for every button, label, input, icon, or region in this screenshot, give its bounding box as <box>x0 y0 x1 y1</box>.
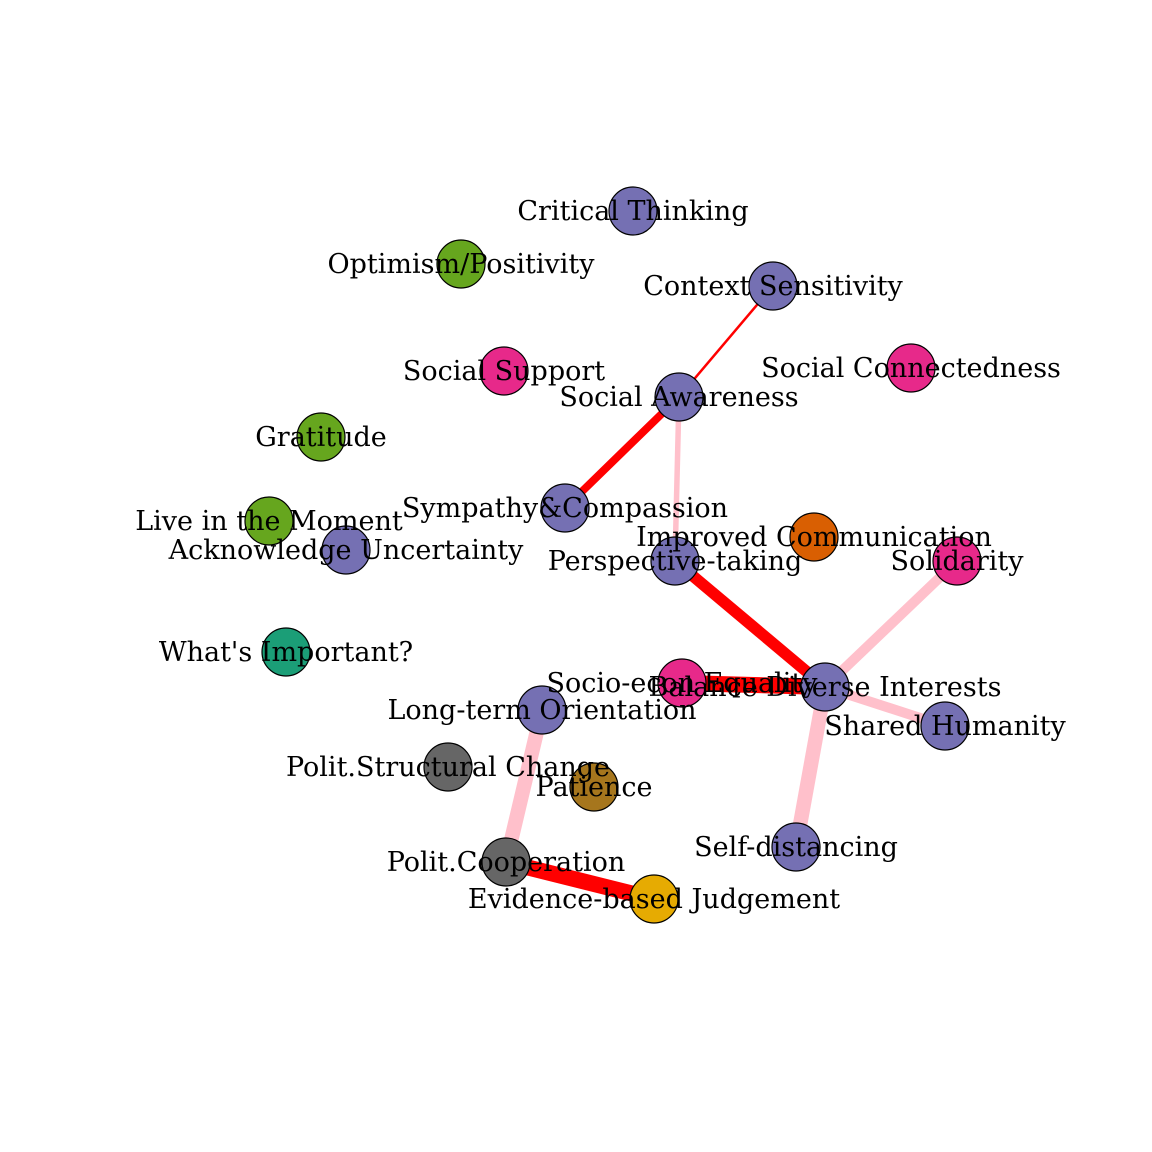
node-whats-important <box>261 627 311 677</box>
node-self-distancing <box>771 822 821 872</box>
node-social-connectedness <box>886 343 936 393</box>
node-patience <box>569 762 619 812</box>
node-label-whats-important: What's Important? <box>159 637 413 668</box>
nodes-layer <box>244 186 982 924</box>
node-shared-humanity <box>920 701 970 751</box>
node-label-evidence-based-judgement: Evidence-based Judgement <box>468 884 840 915</box>
node-label-patience: Patience <box>535 772 652 803</box>
node-live-in-the-moment <box>244 496 294 546</box>
edge-solidarity-balance-diverse-interests <box>821 557 961 691</box>
node-label-social-awareness: Social Awareness <box>559 382 798 413</box>
node-label-optimism-positivity: Optimism/Positivity <box>328 249 596 280</box>
node-label-live-in-the-moment: Live in the Moment <box>135 506 403 537</box>
node-polit-structural-change <box>423 742 473 792</box>
node-label-gratitude: Gratitude <box>255 422 387 453</box>
node-critical-thinking <box>608 186 658 236</box>
node-label-self-distancing: Self-distancing <box>694 832 898 863</box>
node-label-shared-humanity: Shared Humanity <box>824 711 1066 742</box>
node-solidarity <box>932 536 982 586</box>
node-label-polit-cooperation: Polit.Cooperation <box>387 847 626 878</box>
edge-social-awareness-sympathy-compassion <box>562 394 682 511</box>
node-label-sympathy-compassion: Sympathy&Compassion <box>402 493 728 524</box>
edge-social-awareness-perspective-taking <box>672 396 682 562</box>
edge-balance-diverse-interests-self-distancing <box>788 685 833 849</box>
node-polit-cooperation <box>481 837 531 887</box>
edge-perspective-taking-balance-diverse-interests <box>671 556 829 692</box>
node-social-support <box>479 346 529 396</box>
node-optimism-positivity <box>436 239 486 289</box>
node-label-social-connectedness: Social Connectedness <box>761 353 1061 384</box>
edge-polit-cooperation-evidence-based-judgement <box>504 854 656 907</box>
node-gratitude <box>296 412 346 462</box>
node-improved-communication <box>789 512 839 562</box>
node-label-acknowledge-uncertainty: Acknowledge Uncertainty <box>168 535 524 566</box>
node-socio-econ-equality <box>657 658 707 708</box>
node-social-awareness <box>654 372 704 422</box>
node-label-critical-thinking: Critical Thinking <box>517 196 748 227</box>
node-label-polit-structural-change: Polit.Structural Change <box>286 752 610 783</box>
node-sympathy-compassion <box>540 483 590 533</box>
node-label-balance-diverse-interests: Balance Diverse Interests <box>649 672 1002 703</box>
node-label-long-term-orientation: Long-term Orientation <box>387 695 696 726</box>
node-evidence-based-judgement <box>629 874 679 924</box>
node-context-sensitivity <box>748 261 798 311</box>
node-label-solidarity: Solidarity <box>890 546 1024 577</box>
edge-long-term-orientation-polit-cooperation <box>498 708 550 864</box>
node-acknowledge-uncertainty <box>321 525 371 575</box>
node-label-perspective-taking: Perspective-taking <box>548 546 803 577</box>
node-long-term-orientation <box>517 685 567 735</box>
node-label-socio-econ-equality: Socio-econ Equality <box>546 668 818 699</box>
node-label-social-support: Social Support <box>403 356 605 387</box>
node-balance-diverse-interests <box>800 662 850 712</box>
labels-layer: Critical ThinkingOptimism/PositivityCont… <box>135 196 1066 915</box>
node-label-context-sensitivity: Context Sensitivity <box>643 271 903 302</box>
node-label-improved-communication: Improved Communication <box>636 522 992 553</box>
node-perspective-taking <box>650 536 700 586</box>
